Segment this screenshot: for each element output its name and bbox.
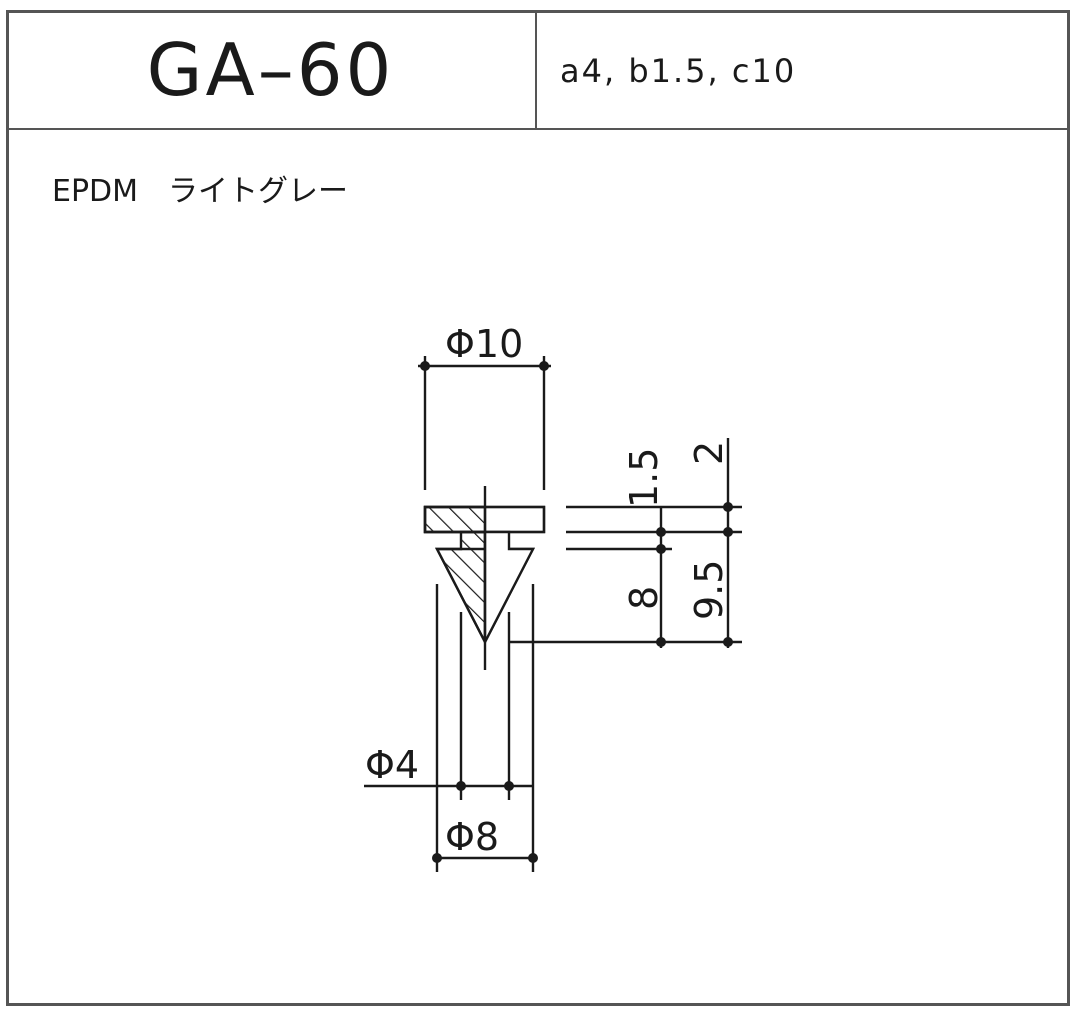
label-2: 2	[687, 441, 731, 465]
dimension-phi10	[418, 356, 551, 490]
dimension-diameters	[364, 584, 538, 872]
model-number: GA–60	[146, 28, 395, 112]
header-spec-cell	[537, 10, 1067, 130]
label-phi10: Φ10	[445, 322, 523, 366]
label-8: 8	[622, 586, 666, 610]
header-model-cell	[6, 10, 537, 130]
label-1-5: 1.5	[622, 448, 666, 508]
label-9-5: 9.5	[687, 560, 731, 620]
dimension-heights	[510, 438, 742, 648]
label-phi4: Φ4	[365, 743, 419, 787]
dimension-spec: a4, b1.5, c10	[560, 52, 797, 90]
label-phi8: Φ8	[445, 815, 499, 859]
material-label: EPDM ライトグレー	[52, 174, 349, 209]
sheet-border	[6, 10, 1070, 1006]
